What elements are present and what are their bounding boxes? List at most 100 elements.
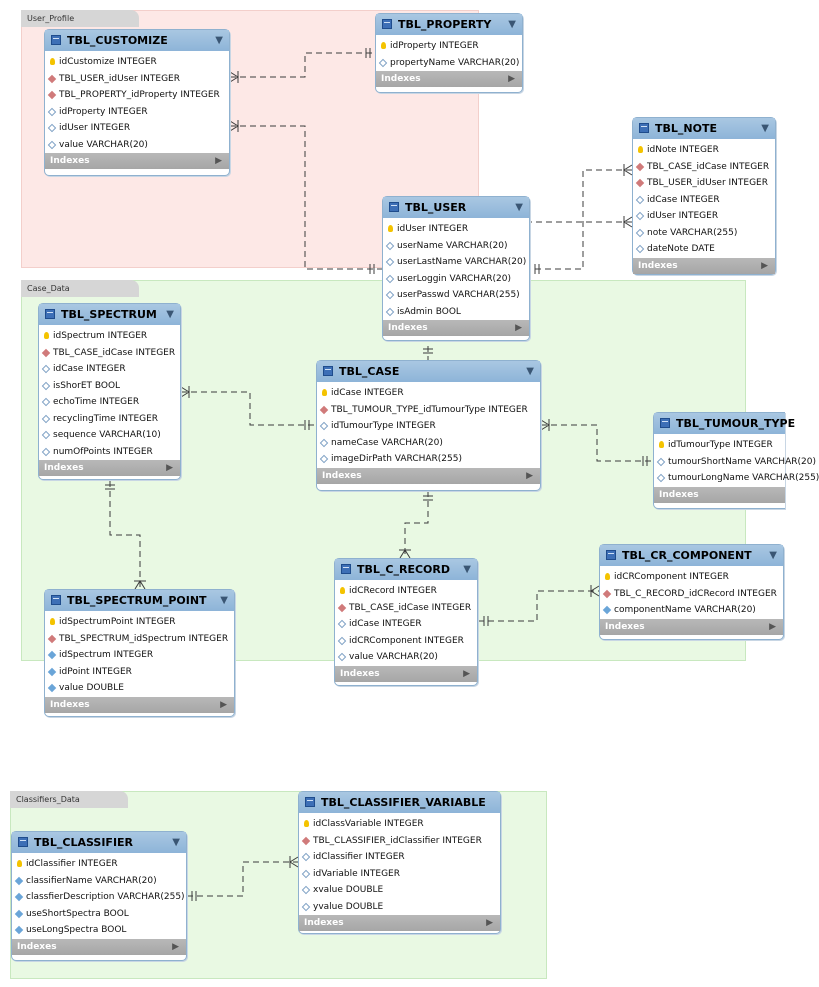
table-icon [341, 564, 351, 574]
column: idTumourType INTEGER [317, 418, 540, 435]
table-header[interactable]: TBL_CASE ▼ [317, 361, 540, 382]
expand-arrow-icon[interactable]: ▶ [761, 260, 768, 271]
table-header[interactable]: TBL_CLASSIFIER_VARIABLE [299, 792, 500, 813]
indexes-label: Indexes [322, 470, 362, 481]
end-customize-property-one [365, 48, 371, 58]
collapse-arrow-icon[interactable]: ▼ [515, 202, 523, 213]
table-tbl-case[interactable]: TBL_CASE ▼ idCase INTEGER TBL_TUMOUR_TYP… [316, 360, 541, 491]
table-tbl-tumour-type[interactable]: TBL_TUMOUR_TYPE idTumourType INTEGER tum… [653, 412, 819, 509]
table-header[interactable]: TBL_CLASSIFIER ▼ [12, 832, 186, 853]
indexes-section[interactable]: Indexes▶ [376, 71, 522, 87]
table-tbl-spectrum-point[interactable]: TBL_SPECTRUM_POINT ▼ idSpectrumPoint INT… [44, 589, 235, 717]
rel-crecord-crcomponent [478, 590, 599, 622]
column-primary-key: idSpectrum INTEGER [39, 328, 180, 345]
column: idCase INTEGER [335, 616, 477, 633]
column: tumourShortName VARCHAR(20) [654, 454, 816, 471]
expand-arrow-icon[interactable]: ▶ [215, 156, 222, 166]
indexes-section[interactable]: Indexes ▶ [317, 467, 540, 484]
table-header[interactable]: TBL_TUMOUR_TYPE [654, 413, 795, 434]
table-title: TBL_USER [405, 201, 467, 214]
column: classfierDescription VARCHAR(255) [12, 889, 186, 906]
table-tbl-classifier[interactable]: TBL_CLASSIFIER ▼ idClassifier INTEGER cl… [11, 831, 187, 961]
column-primary-key: idSpectrumPoint INTEGER [45, 614, 234, 631]
collapse-arrow-icon[interactable]: ▼ [508, 19, 516, 30]
table-header[interactable]: TBL_SPECTRUM_POINT ▼ [45, 590, 234, 611]
collapse-arrow-icon[interactable]: ▼ [166, 309, 174, 320]
collapse-arrow-icon[interactable]: ▼ [526, 366, 534, 377]
expand-arrow-icon[interactable]: ▶ [515, 323, 522, 333]
indexes-section[interactable]: Indexes▶ [45, 696, 234, 713]
indexes-section[interactable]: Indexes▶ [600, 618, 783, 635]
table-tbl-classifier-variable[interactable]: TBL_CLASSIFIER_VARIABLE idClassVariable … [298, 791, 501, 934]
table-tbl-property[interactable]: TBL_PROPERTY ▼ idProperty INTEGER proper… [375, 13, 523, 93]
table-header[interactable]: TBL_NOTE ▼ [633, 118, 775, 139]
end-spectrum-point-many [134, 580, 146, 590]
indexes-label: Indexes [388, 323, 428, 333]
table-title: TBL_C_RECORD [357, 563, 450, 576]
indexes-label: Indexes [17, 941, 57, 952]
indexes-label: Indexes [659, 489, 699, 500]
table-header[interactable]: TBL_CUSTOMIZE ▼ [45, 30, 229, 51]
end-note-user-many-2 [623, 164, 633, 176]
column: userPasswd VARCHAR(255) [383, 287, 529, 304]
rel-spectrum-spectrumpoint [109, 481, 141, 589]
indexes-section[interactable]: Indexes ▶ [383, 320, 529, 336]
rel-case-crecord [404, 491, 429, 558]
expand-arrow-icon[interactable]: ▶ [463, 668, 470, 679]
table-title: TBL_NOTE [655, 122, 717, 135]
column: idCase INTEGER [39, 361, 180, 378]
table-title: TBL_PROPERTY [398, 18, 492, 31]
indexes-section[interactable]: Indexes [654, 486, 785, 503]
end-case-tumour-many [540, 419, 550, 431]
column: idCase INTEGER [633, 192, 775, 209]
expand-arrow-icon[interactable]: ▶ [508, 74, 515, 84]
indexes-section[interactable]: Indexes▶ [45, 153, 229, 169]
table-icon [51, 35, 61, 45]
column: echoTime INTEGER [39, 394, 180, 411]
rel-note-user-2 [530, 169, 632, 270]
table-tbl-cr-component[interactable]: TBL_CR_COMPONENT ▼ idCRComponent INTEGER… [599, 544, 784, 640]
end-case-crecord-one [423, 495, 433, 501]
table-tbl-note[interactable]: TBL_NOTE ▼ idNote INTEGER TBL_CASE_idCas… [632, 117, 776, 275]
column-foreign-key: TBL_CLASSIFIER_idClassifier INTEGER [299, 833, 500, 850]
table-title: TBL_TUMOUR_TYPE [676, 417, 796, 430]
column: componentName VARCHAR(20) [600, 602, 783, 619]
column-foreign-key: TBL_USER_idUser INTEGER [45, 71, 229, 88]
column: value VARCHAR(20) [335, 649, 477, 666]
indexes-section[interactable]: Indexes ▶ [12, 938, 186, 955]
collapse-arrow-icon[interactable]: ▼ [761, 123, 769, 134]
table-icon [18, 837, 28, 847]
indexes-section[interactable]: Indexes▶ [299, 915, 500, 931]
table-header[interactable]: TBL_SPECTRUM ▼ [39, 304, 180, 325]
indexes-section[interactable]: Indexes▶ [633, 257, 775, 274]
collapse-arrow-icon[interactable]: ▼ [463, 564, 471, 575]
column-foreign-key: TBL_CASE_idCase INTEGER [39, 345, 180, 362]
table-icon [305, 797, 315, 807]
collapse-arrow-icon[interactable]: ▼ [220, 595, 228, 606]
expand-arrow-icon[interactable]: ▶ [769, 621, 776, 632]
expand-arrow-icon[interactable]: ▶ [172, 941, 179, 952]
indexes-section[interactable]: Indexes▶ [39, 460, 180, 476]
rel-case-tumour [541, 424, 653, 462]
table-tbl-spectrum[interactable]: TBL_SPECTRUM ▼ idSpectrum INTEGER TBL_CA… [38, 303, 181, 480]
table-header[interactable]: TBL_USER ▼ [383, 197, 529, 218]
table-header[interactable]: TBL_PROPERTY ▼ [376, 14, 522, 35]
column: idUser INTEGER [45, 120, 229, 137]
collapse-arrow-icon[interactable]: ▼ [172, 837, 180, 848]
table-header[interactable]: TBL_CR_COMPONENT ▼ [600, 545, 783, 566]
expand-arrow-icon[interactable]: ▶ [166, 463, 173, 473]
column: userLastName VARCHAR(20) [383, 254, 529, 271]
collapse-arrow-icon[interactable]: ▼ [215, 35, 223, 46]
expand-arrow-icon[interactable]: ▶ [526, 470, 533, 481]
column: classifierName VARCHAR(20) [12, 873, 186, 890]
expand-arrow-icon[interactable]: ▶ [486, 918, 493, 928]
indexes-section[interactable]: Indexes▶ [335, 665, 477, 682]
expand-arrow-icon[interactable]: ▶ [220, 699, 227, 710]
table-header[interactable]: TBL_C_RECORD ▼ [335, 559, 477, 580]
table-tbl-customize[interactable]: TBL_CUSTOMIZE ▼ idCustomize INTEGER TBL_… [44, 29, 230, 176]
table-tbl-user[interactable]: TBL_USER ▼ idUser INTEGER userName VARCH… [382, 196, 530, 341]
end-classifier-one [191, 891, 197, 901]
collapse-arrow-icon[interactable]: ▼ [769, 550, 777, 561]
table-tbl-c-record[interactable]: TBL_C_RECORD ▼ idCRecord INTEGER TBL_CAS… [334, 558, 478, 686]
column-primary-key: idNote INTEGER [633, 142, 775, 159]
